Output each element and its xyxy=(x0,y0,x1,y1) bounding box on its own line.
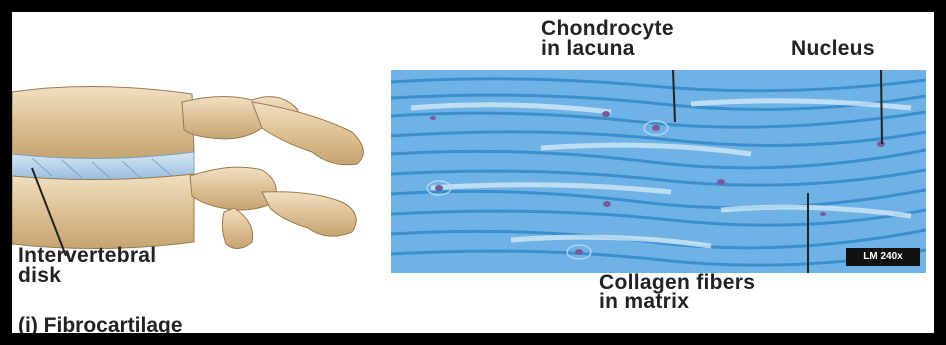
spine-illustration xyxy=(12,72,384,262)
collagen-fibers-label-line2: in matrix xyxy=(599,292,689,312)
fibrocartilage-micrograph xyxy=(391,70,926,273)
nucleus-label: Nucleus xyxy=(791,39,875,59)
intervertebral-disk-label-line1: Intervertebral xyxy=(18,246,156,266)
chondrocyte-label-line1: Chondrocyte xyxy=(541,19,674,39)
figure-panel: LM 240x Chondrocyte in lacuna Nucleus In… xyxy=(12,12,934,333)
chondrocyte-label-line2: in lacuna xyxy=(541,39,635,59)
intervertebral-disk-label-line2: disk xyxy=(18,266,61,286)
figure-caption: (i) Fibrocartilage xyxy=(18,314,183,333)
magnification-badge: LM 240x xyxy=(846,248,920,266)
